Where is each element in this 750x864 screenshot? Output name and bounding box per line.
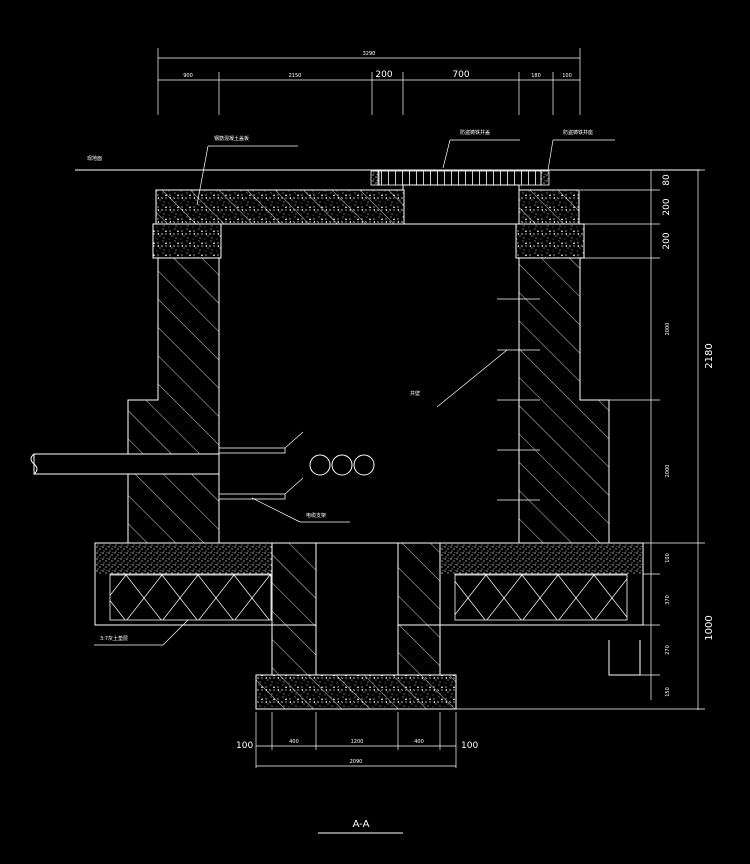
- cable-bracket-label: 电缆支架: [306, 512, 326, 519]
- wall-label: 井壁: [410, 390, 420, 397]
- dim-right-8: 270: [665, 645, 671, 655]
- dim-bottom-2: 1200: [351, 739, 364, 745]
- section-title: A-A: [318, 819, 403, 834]
- manhole-cover-label: 防盗铸铁井盖: [460, 129, 490, 136]
- top-dimensions: 3290 900 2150 200 700 180 100: [157, 48, 581, 115]
- dim-bottom-3: 400: [414, 739, 424, 745]
- cover-slab: [152, 184, 585, 259]
- dim-top-1: 900: [183, 73, 193, 79]
- dim-right-3: 200: [662, 232, 672, 249]
- cable-brackets: 电缆支架: [218, 431, 375, 523]
- dim-right-1: 80: [662, 174, 672, 186]
- dim-bottom-1: 400: [289, 739, 299, 745]
- title-text: A-A: [353, 819, 370, 830]
- lime-soil-label: 3:7灰土垫层: [100, 635, 128, 642]
- dim-top-6: 100: [562, 73, 572, 79]
- bottom-dimensions: 100 400 1200 400 100 2090: [236, 712, 478, 768]
- leader-labels: 钢筋混凝土盖板 防盗铸铁井盖 防盗铸铁井座: [196, 129, 615, 206]
- dim-top-5: 180: [531, 73, 541, 79]
- dim-bottom-total: 2090: [350, 759, 363, 765]
- cover-frame-label: 防盗铸铁井座: [563, 129, 593, 136]
- dim-top-3: 200: [375, 70, 392, 80]
- dim-top-total: 3290: [363, 51, 376, 57]
- dim-bottom-right: 100: [461, 741, 478, 751]
- dim-top-4: 700: [452, 70, 469, 80]
- manhole-cover: [370, 170, 550, 186]
- dim-right-2: 200: [662, 198, 672, 215]
- dim-right-6: 100: [665, 553, 671, 563]
- dim-right-9: 150: [665, 687, 671, 697]
- right-dimensions: 80 200 200 2000 2000 2180 100 370 270 15…: [456, 169, 715, 710]
- wall-ticks: 井壁: [410, 298, 540, 501]
- dim-right-total-upper: 2180: [704, 343, 715, 368]
- ground: 现地面: [75, 155, 700, 171]
- cover-slab-label: 钢筋混凝土盖板: [214, 135, 249, 142]
- dim-right-5: 2000: [665, 465, 671, 478]
- dim-right-total-lower: 1000: [704, 615, 715, 640]
- foundation: 3:7灰土垫层: [94, 542, 644, 710]
- ground-label: 现地面: [87, 155, 102, 162]
- dim-right-4: 2000: [665, 323, 671, 336]
- dim-right-7: 370: [665, 595, 671, 605]
- dim-top-2: 2150: [289, 73, 302, 79]
- dim-bottom-left: 100: [236, 741, 253, 751]
- incoming-pipe: [30, 453, 220, 475]
